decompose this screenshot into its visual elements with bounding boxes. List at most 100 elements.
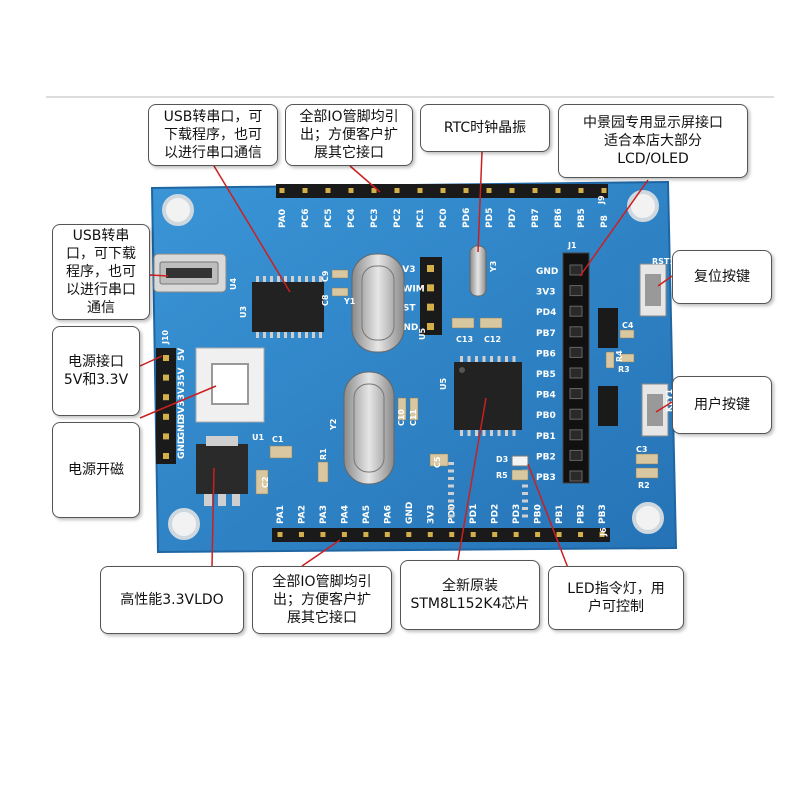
pin-power bbox=[163, 453, 169, 459]
mcu-leg bbox=[522, 514, 528, 518]
pin-label-swim: 3V3 bbox=[396, 265, 416, 275]
pin-top bbox=[325, 188, 331, 193]
pin-lcd bbox=[569, 346, 583, 358]
pin-label-lcd: PB5 bbox=[536, 370, 556, 380]
pin-label-top: PD6 bbox=[462, 208, 472, 228]
mounting-hole-bottom-left bbox=[168, 508, 200, 540]
pin-bottom bbox=[470, 532, 476, 537]
pin-swim bbox=[427, 265, 434, 272]
silk-u4: U4 bbox=[229, 278, 238, 290]
pin-swim bbox=[427, 303, 434, 311]
mounting-hole-top-left bbox=[162, 194, 194, 226]
mcu-leg bbox=[512, 356, 516, 362]
pin-label-lcd: PB1 bbox=[536, 432, 556, 442]
pin-top bbox=[279, 188, 285, 193]
pin-label-top: PC6 bbox=[301, 209, 311, 228]
pin-lcd bbox=[569, 367, 583, 379]
callout-io-top: 全部IO管脚均引 出；方便客户扩 展其它接口 bbox=[285, 104, 413, 166]
silk-y3: Y3 bbox=[489, 261, 498, 273]
mcu-leg bbox=[505, 430, 508, 436]
ic-leg bbox=[270, 276, 273, 282]
pin-label-bottom: 3V3 bbox=[426, 505, 436, 525]
pin-label-top: PC2 bbox=[393, 209, 403, 228]
pin-top bbox=[578, 188, 584, 193]
pin-label-lcd: PB0 bbox=[536, 411, 556, 421]
mcu-leg bbox=[467, 430, 471, 436]
ic-leg bbox=[263, 276, 266, 282]
pin-label-bottom: PD3 bbox=[512, 504, 522, 524]
pin-label-bottom: GND bbox=[405, 502, 415, 524]
silk-y2: Y2 bbox=[329, 419, 338, 431]
ic-leg bbox=[277, 332, 280, 338]
led-d3 bbox=[511, 455, 529, 467]
pin-bottom bbox=[363, 532, 369, 537]
pin-label-swim: SWIM bbox=[396, 284, 425, 294]
stm8-mcu-chip bbox=[448, 356, 528, 518]
top-pin-header bbox=[276, 184, 608, 198]
silk-u5: U5 bbox=[439, 378, 448, 390]
ic-leg bbox=[305, 332, 308, 338]
pin-top bbox=[486, 188, 492, 193]
pin-bottom bbox=[277, 532, 283, 537]
bottom-pin-header bbox=[272, 528, 610, 542]
mcu-leg bbox=[448, 499, 454, 503]
lcd-connector bbox=[562, 252, 590, 484]
pin-label-lcd: 3V3 bbox=[536, 288, 556, 298]
mcu-leg bbox=[448, 514, 454, 518]
pin-lcd bbox=[569, 264, 583, 276]
mcu-leg bbox=[448, 469, 454, 473]
silk-d3: D3 bbox=[496, 455, 508, 464]
ic-leg bbox=[291, 276, 294, 282]
pin-label-top: PC1 bbox=[416, 209, 426, 228]
pin-top bbox=[440, 188, 446, 193]
pin-bottom bbox=[341, 532, 347, 537]
callout-user-key: 用户按键 bbox=[672, 376, 772, 434]
pin-lcd bbox=[569, 305, 583, 317]
silk-j6: J6 bbox=[599, 527, 608, 537]
pin-power bbox=[163, 355, 169, 361]
callout-lcd-interface: 中景园专用显示屏接口 适合本店大部分 LCD/OLED bbox=[558, 104, 748, 178]
silk-c11: C11 bbox=[409, 409, 418, 426]
silk-r3: R3 bbox=[618, 365, 630, 374]
pin-bottom bbox=[298, 532, 304, 537]
pin-label-lcd: PB7 bbox=[536, 329, 556, 339]
pin-power bbox=[163, 413, 169, 420]
pin-label-top: P8 bbox=[600, 215, 610, 228]
pin-bottom bbox=[513, 532, 519, 537]
pin-lcd bbox=[569, 408, 583, 420]
mcu-leg bbox=[482, 430, 486, 436]
pin-lcd bbox=[569, 285, 583, 297]
pin-top bbox=[394, 188, 400, 193]
pin-top bbox=[417, 188, 423, 193]
pin-top bbox=[371, 188, 377, 193]
user-button-component bbox=[641, 383, 669, 437]
silk-u3: U3 bbox=[239, 306, 248, 318]
pin-top bbox=[532, 188, 538, 193]
ic-leg bbox=[298, 276, 301, 282]
callout-power-switch: 电源开磁 bbox=[52, 422, 140, 518]
pin-top bbox=[601, 188, 607, 193]
mcu-leg bbox=[482, 356, 486, 362]
pin-label-power: 5V bbox=[177, 367, 187, 380]
leader-lines bbox=[139, 151, 673, 569]
callout-ldo: 高性能3.3VLDO bbox=[100, 566, 244, 634]
mounting-hole-bottom-right bbox=[632, 502, 664, 534]
pin-top bbox=[555, 188, 561, 193]
callout-reset-key: 复位按键 bbox=[672, 250, 772, 304]
pin-label-bottom: PD2 bbox=[491, 504, 501, 524]
ic-leg bbox=[312, 332, 315, 338]
pin-lcd bbox=[569, 429, 583, 441]
callout-rtc-crystal: RTC时钟晶振 bbox=[420, 104, 550, 152]
pin-label-lcd: PD4 bbox=[536, 308, 556, 318]
silk-rst1: RST1 bbox=[652, 257, 675, 266]
pin-bottom bbox=[578, 532, 584, 537]
silk-r4: R4 bbox=[615, 350, 624, 362]
mcu-leg bbox=[497, 430, 501, 436]
silk-c1: C1 bbox=[272, 435, 284, 444]
mcu-leg bbox=[512, 430, 516, 436]
pin-lcd bbox=[569, 326, 583, 338]
mcu-leg bbox=[475, 356, 478, 362]
pin-label-top: PC0 bbox=[439, 209, 449, 228]
